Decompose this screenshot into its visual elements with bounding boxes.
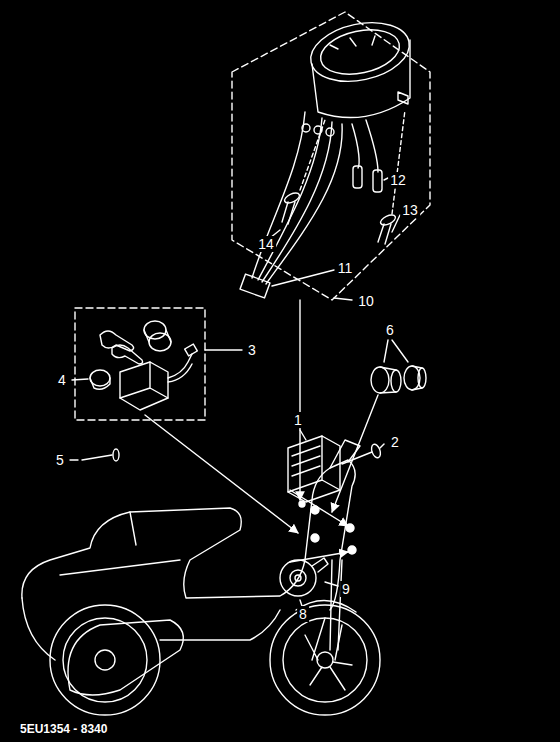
group-frame <box>232 12 430 300</box>
callout-number: 10 <box>356 293 376 309</box>
callout-number: 12 <box>388 172 408 188</box>
meter <box>305 14 414 117</box>
callout-number: 2 <box>389 434 401 450</box>
callout-number: 14 <box>256 236 276 252</box>
main-switch <box>72 321 197 410</box>
callout-number: 5 <box>54 452 66 468</box>
callout-number: 1 <box>292 412 304 428</box>
screw <box>282 120 325 224</box>
scooter-outline <box>22 440 380 715</box>
horn <box>280 558 338 606</box>
callout-number: 13 <box>400 202 420 218</box>
callout-number: 6 <box>384 322 396 338</box>
callout-number: 8 <box>297 606 309 622</box>
callout-number: 11 <box>336 260 355 276</box>
screw <box>70 449 119 461</box>
group-frame <box>75 308 205 420</box>
drawing-code: 5EU1354 - 8340 <box>18 722 109 736</box>
callout-number: 4 <box>56 372 68 388</box>
callout-number: 3 <box>246 342 258 358</box>
callout-number: 9 <box>340 581 352 597</box>
bulb <box>371 340 426 393</box>
wire-harness <box>240 112 382 298</box>
